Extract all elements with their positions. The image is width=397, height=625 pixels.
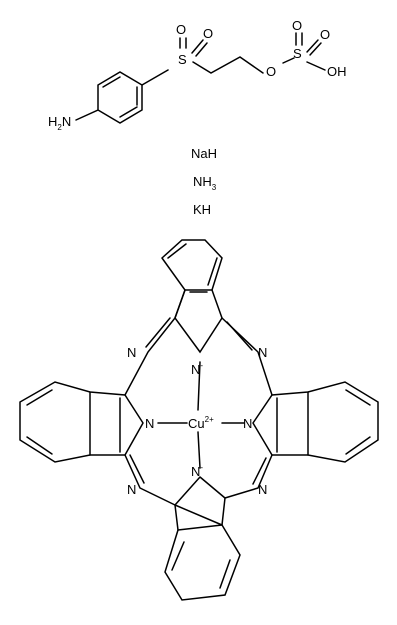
sulfonyl-oxygen-label: O: [203, 26, 213, 41]
coordination-bonds: [157, 361, 245, 469]
left-isoindole: [19, 381, 144, 463]
pyrrole-nitrogen-label: N-: [191, 361, 203, 377]
sulfonyl-oxygen-label: O: [176, 22, 186, 37]
right-isoindole: [252, 381, 379, 463]
bottom-isoindole: [164, 476, 241, 601]
meso-nitrogen-label: N: [258, 482, 267, 497]
ester-oxygen-label: O: [266, 64, 276, 79]
sulfonyl-bonds: [179, 37, 264, 74]
sulfate-bonds: [282, 32, 326, 71]
sodium-hydride-label: NaH: [191, 146, 217, 161]
pyrrole-nitrogen-label: N: [145, 416, 154, 431]
sulfate-sulfur-label: S: [293, 46, 302, 61]
meso-bridges: [124, 317, 273, 506]
meso-nitrogen-label: N: [127, 345, 136, 360]
sulfate-oxygen-label: O: [292, 18, 302, 33]
ammonia-label: NH3: [193, 174, 217, 192]
hydroxyl-label: OH: [327, 64, 347, 79]
potassium-hydride-label: KH: [193, 202, 211, 217]
sulfate-oxygen-label: O: [320, 27, 330, 42]
sulfonyl-sulfur-label: S: [178, 52, 187, 67]
meso-nitrogen-label: N: [258, 345, 267, 360]
benzene-ring-aminophenyl: [75, 69, 169, 124]
pyrrole-nitrogen-label: N: [243, 416, 252, 431]
amine-label: H2N: [48, 114, 71, 132]
pyrrole-nitrogen-label: N-: [191, 463, 203, 479]
copper-ion-label: Cu2+: [188, 415, 214, 431]
top-isoindole: [161, 239, 223, 354]
meso-nitrogen-label: N: [127, 482, 136, 497]
bonds: [19, 32, 379, 601]
